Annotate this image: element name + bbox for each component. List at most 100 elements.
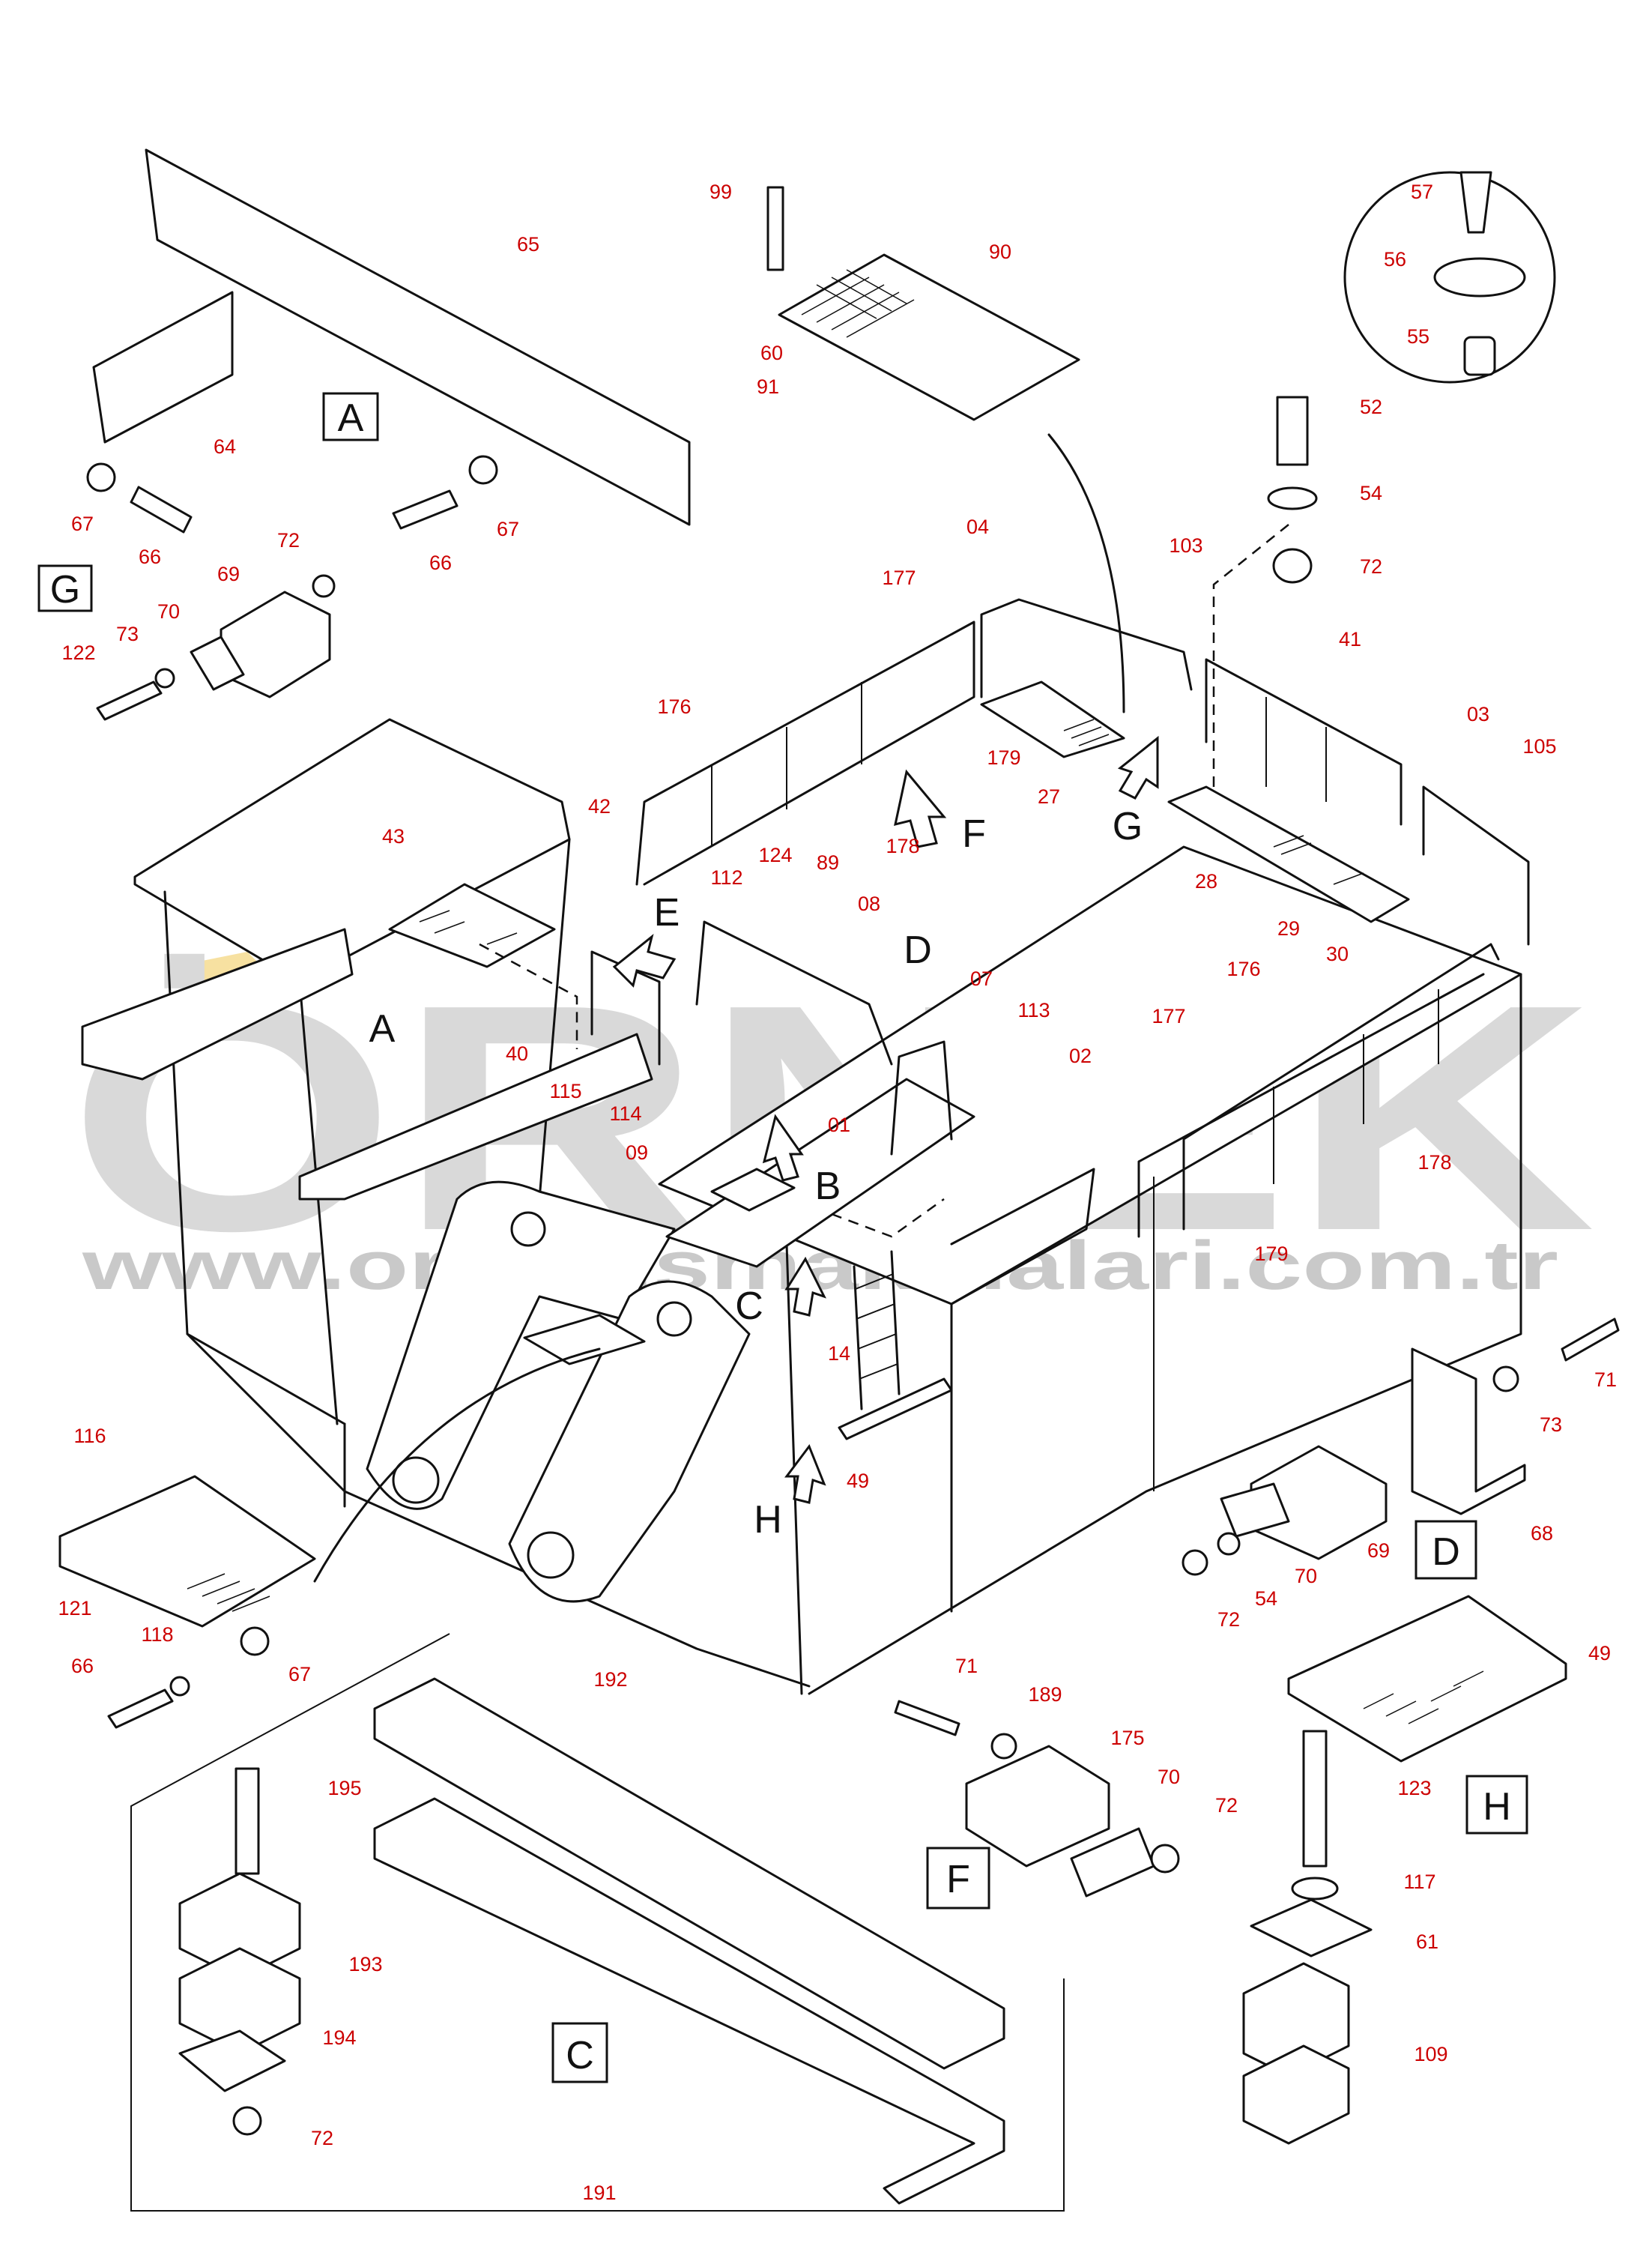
bracket-64 <box>92 291 234 444</box>
plate-90 <box>778 253 1080 421</box>
part-label: 89 <box>817 851 839 874</box>
view-arrows <box>612 735 1159 1504</box>
part-label: 30 <box>1326 943 1349 965</box>
washer-54-D <box>1217 1532 1241 1556</box>
part-label: 175 <box>1110 1727 1144 1749</box>
part-label: 52 <box>1360 396 1382 418</box>
part-label: 90 <box>989 241 1011 263</box>
part-label: 54 <box>1360 482 1382 504</box>
step-plate <box>523 1314 646 1365</box>
part-label: 66 <box>71 1655 94 1677</box>
plate-70 <box>190 636 245 691</box>
detail-65-panel <box>86 148 691 534</box>
pin <box>392 1456 440 1504</box>
pin <box>510 1211 546 1247</box>
part-label: 176 <box>657 695 691 718</box>
rail-176-left <box>635 621 975 886</box>
arrow-E <box>612 934 677 988</box>
detail-box-D <box>1415 1520 1477 1580</box>
bolt-66b <box>392 489 459 530</box>
part-label: 55 <box>1407 325 1429 348</box>
part-label: 61 <box>1416 1931 1438 1953</box>
detail-D-bracket <box>1181 1317 1620 1576</box>
part-label: 116 <box>73 1425 106 1447</box>
part-label: 115 <box>549 1080 581 1102</box>
part-label: 70 <box>1158 1766 1180 1788</box>
part-label: 192 <box>593 1668 627 1691</box>
part-label: 09 <box>626 1141 648 1164</box>
detail-C-frame <box>130 1633 1065 2212</box>
cab-front <box>298 980 339 1425</box>
part-label: 41 <box>1339 628 1361 650</box>
part-label: 105 <box>1522 735 1556 758</box>
leader-curve-116 <box>313 1347 601 1583</box>
rail-07 <box>890 1040 953 1156</box>
cab-edge <box>538 838 571 1201</box>
bracket-68 <box>1411 1347 1526 1515</box>
part-label: 177 <box>882 567 916 589</box>
washer-56 <box>1433 257 1526 298</box>
part-label: 118 <box>141 1623 173 1646</box>
step-49 <box>838 1377 953 1440</box>
part-label: 122 <box>61 642 95 664</box>
detail-55-57 <box>1343 171 1556 384</box>
bolt-122 <box>96 680 163 721</box>
detail-view-letters: A A B C C D D E F F G G H H <box>37 392 1528 2083</box>
bolt-66-116 <box>107 1688 174 1729</box>
washer-73 <box>154 668 175 689</box>
step-121 <box>58 1475 316 1628</box>
part-label: 124 <box>758 844 792 866</box>
part-label: 109 <box>1414 2043 1447 2065</box>
part-label: 195 <box>327 1777 361 1799</box>
watermark-accent <box>172 952 270 989</box>
detail-letter-A-box: A <box>338 396 364 440</box>
detail-F <box>894 1700 1180 1898</box>
part-label: 29 <box>1277 917 1300 940</box>
detail-box-G <box>37 564 93 612</box>
hatch-cover <box>710 1168 796 1212</box>
part-label: 54 <box>1255 1587 1277 1610</box>
part-label: 178 <box>886 835 919 857</box>
detail-C <box>130 1633 1065 2212</box>
part-label: 70 <box>157 600 180 623</box>
part-label: 64 <box>214 435 236 458</box>
nut-72 <box>312 574 336 598</box>
washer-54 <box>1267 486 1318 510</box>
part-label: 71 <box>1594 1368 1617 1391</box>
arrow-F <box>894 769 947 848</box>
deck-27 <box>980 680 1125 758</box>
dash-A <box>479 943 578 1049</box>
part-label: 49 <box>847 1470 869 1492</box>
part-label: 73 <box>1540 1413 1562 1436</box>
boom-arm-right <box>508 1280 751 1603</box>
dash-G <box>1212 524 1289 787</box>
arrow-B <box>762 1114 804 1182</box>
detail-letter-G-box: G <box>50 568 80 612</box>
detail-letter-C-box: C <box>566 2034 594 2077</box>
part-label: 121 <box>58 1597 91 1619</box>
part-label: 56 <box>1384 248 1406 271</box>
bolt-195 <box>235 1767 260 1875</box>
arrow-H <box>784 1443 826 1504</box>
part-label: 113 <box>1017 999 1050 1021</box>
detail-letter-C: C <box>735 1285 763 1328</box>
part-label: 191 <box>582 2182 616 2204</box>
part-label: 69 <box>1367 1539 1390 1562</box>
plate-70-D <box>1220 1482 1290 1538</box>
part-label: 177 <box>1152 1005 1185 1027</box>
nut-67-116 <box>240 1626 270 1656</box>
boom-arm-left <box>366 1180 676 1510</box>
hatch-well <box>665 1078 975 1268</box>
part-label: 67 <box>288 1663 311 1685</box>
arrow-C <box>784 1256 826 1317</box>
detail-letter-H: H <box>754 1498 782 1542</box>
frame-191 <box>373 1797 1005 2205</box>
panel-65 <box>145 148 691 526</box>
part-label: 179 <box>1254 1243 1288 1265</box>
clamp-109b <box>1242 2044 1350 2145</box>
part-label: 02 <box>1069 1045 1092 1067</box>
part-label: 27 <box>1038 785 1060 808</box>
part-label: 178 <box>1417 1151 1451 1174</box>
rail-177-right <box>1137 973 1485 1238</box>
